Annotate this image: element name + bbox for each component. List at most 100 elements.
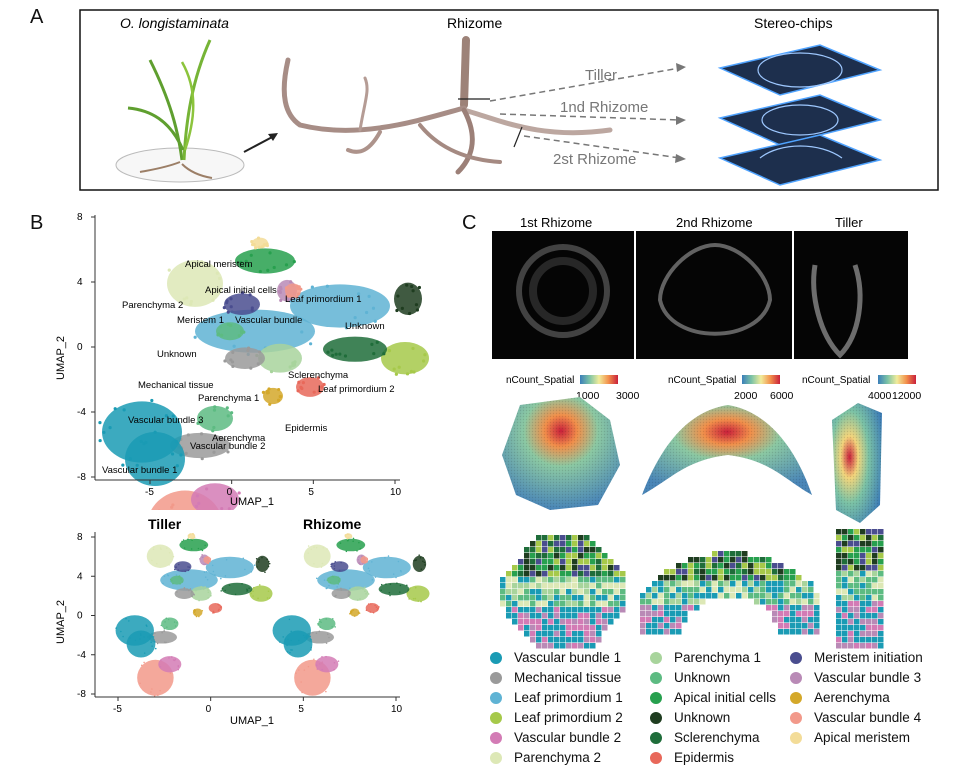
spatial-spot [754, 593, 760, 599]
umap-point [218, 604, 220, 606]
spatial-spot [530, 631, 536, 637]
legend-item: Aerenchyma [790, 690, 890, 705]
spatial-spot [778, 611, 784, 617]
umap-rhizome-title: Rhizome [303, 516, 362, 532]
panel-c: 1st Rhizome 2nd Rhizome Tiller nCount_Sp… [492, 215, 921, 649]
spatial-spot [584, 577, 590, 583]
spatial-spot [554, 535, 560, 541]
spatial-spot [590, 565, 596, 571]
umap-point [186, 433, 190, 437]
spatial-spot [778, 569, 784, 575]
spatial-spot [646, 593, 652, 599]
spatial-map-1 [500, 535, 626, 649]
spatial-spot [560, 541, 566, 547]
spatial-spot [620, 589, 626, 595]
umap-point [317, 622, 319, 625]
spatial-spot [548, 631, 554, 637]
spatial-spot [542, 571, 548, 577]
spatial-spot [842, 589, 848, 595]
spatial-spot [566, 589, 572, 595]
umap-point [242, 330, 246, 334]
spatial-spot [718, 581, 724, 587]
spatial-spot [872, 547, 878, 553]
spatial-spot [688, 581, 694, 587]
umap-point [209, 558, 211, 561]
umap-point [337, 576, 339, 578]
spatial-spot [814, 611, 820, 617]
umap-point [399, 584, 402, 587]
spatial-spot [854, 547, 860, 553]
spatial-spot [860, 613, 866, 619]
umap-point [361, 561, 364, 563]
legend-label: Vascular bundle 1 [514, 650, 622, 665]
spatial-spot [602, 619, 608, 625]
spatial-spot [872, 631, 878, 637]
umap-point [261, 390, 266, 394]
umap-point [150, 691, 152, 693]
legend-item: Leaf primordium 2 [490, 710, 623, 725]
spatial-spot [878, 595, 884, 601]
spatial-spot [524, 631, 530, 637]
spatial-spot [790, 569, 796, 575]
umap-point [150, 398, 154, 403]
spatial-spot [866, 601, 872, 607]
spatial-spot [802, 593, 808, 599]
spatial-spot [596, 547, 602, 553]
spatial-spot [584, 589, 590, 595]
umap-point [224, 589, 226, 592]
spatial-spot [730, 557, 736, 563]
spatial-spot [602, 589, 608, 595]
spatial-spot [608, 559, 614, 565]
umap-point [387, 555, 390, 557]
spatial-spot [766, 569, 772, 575]
umap-cluster-label: Parenchyma 1 [198, 393, 259, 404]
umap-point [422, 560, 424, 563]
umap-point [250, 571, 253, 573]
spatial-spot [836, 595, 842, 601]
microscopy-1st-rhizome [492, 231, 634, 359]
umap-point [182, 297, 186, 301]
spatial-spot [766, 605, 772, 611]
spatial-spot [694, 563, 700, 569]
umap-point [220, 333, 224, 337]
spatial-spot [572, 637, 578, 643]
umap-point [344, 326, 349, 330]
spatial-spot [778, 587, 784, 593]
spatial-spot [566, 595, 572, 601]
umap-point [353, 316, 357, 320]
umap-point [339, 542, 342, 544]
umap-point [190, 548, 193, 550]
spatial-spot [802, 611, 808, 617]
spatial-spot [506, 607, 512, 613]
umap-point [188, 589, 190, 592]
spatial-spot [584, 571, 590, 577]
spatial-spot [848, 577, 854, 583]
umap-point [162, 582, 164, 585]
umap-point [292, 260, 296, 264]
spatial-spot [802, 605, 808, 611]
spatial-spot [620, 601, 626, 607]
umap-cluster-label: Apical meristem [185, 259, 253, 270]
spatial-spot [848, 529, 854, 535]
spatial-spot [584, 559, 590, 565]
spatial-spot [596, 601, 602, 607]
umap-point [199, 558, 201, 560]
umap-point [223, 359, 227, 363]
spatial-spot [860, 583, 866, 589]
umap-point [315, 664, 318, 666]
umap-point [193, 335, 197, 339]
umap-point [253, 586, 255, 589]
legend-item: Epidermis [650, 750, 734, 765]
umap-point [168, 657, 170, 659]
spatial-spot [548, 577, 554, 583]
spatial-spot [878, 553, 884, 559]
umap-point [176, 622, 178, 624]
panel-letter-a: A [30, 6, 44, 28]
spatial-spot [814, 599, 820, 605]
spatial-spot [614, 565, 620, 571]
col-title-1st-rhizome: 1st Rhizome [520, 215, 592, 230]
spatial-spot [524, 577, 530, 583]
spatial-spot [842, 541, 848, 547]
umap-point [128, 620, 130, 622]
